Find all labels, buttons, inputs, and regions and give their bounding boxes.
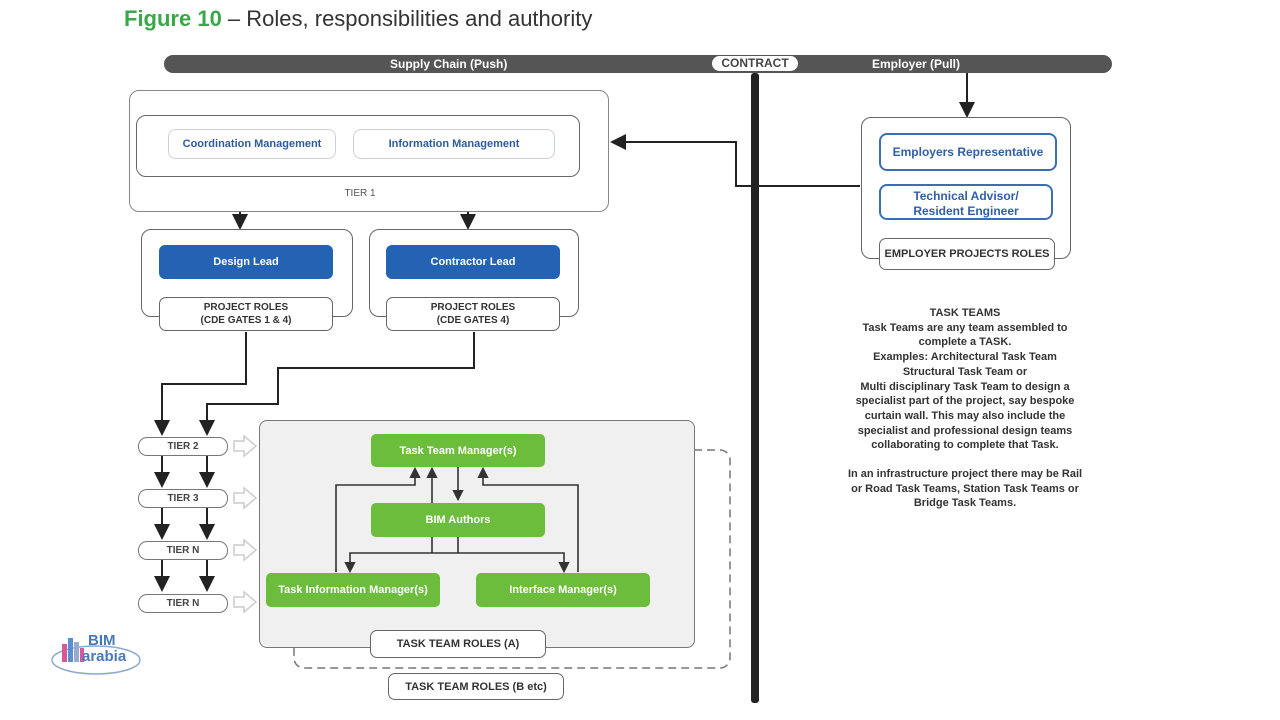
employers-representative: Employers Representative [879,133,1057,171]
note-line: Task Teams are any team assembled to [862,321,1068,334]
tier-3: TIER 3 [138,489,228,508]
note-line: In an infrastructure project there may b… [847,468,1083,481]
employer-pull-label: Employer (Pull) [872,57,961,71]
interface-manager: Interface Manager(s) [476,573,650,607]
note-line: complete a TASK. [918,336,1012,349]
figure-title-text: – Roles, responsibilities and authority [221,6,593,31]
tier-n-second: TIER N [138,594,228,613]
contract-label: CONTRACT [712,56,798,71]
contractor-lead: Contractor Lead [386,245,560,279]
note-line: Multi disciplinary Task Team to design a [860,380,1070,393]
logo-text-bim: BIM [88,632,116,649]
task-team-roles-b: TASK TEAM ROLES (B etc) [388,673,564,700]
note-line: Bridge Task Teams. [913,497,1017,510]
task-information-manager: Task Information Manager(s) [266,573,440,607]
note-line: collaborating to complete that Task. [871,439,1059,452]
note-line: Structural Task Team or [902,365,1028,378]
employer-projects-roles: EMPLOYER PROJECTS ROLES [879,238,1055,270]
figure-number: Figure 10 [124,6,222,31]
design-lead: Design Lead [159,245,333,279]
advisor-line2: Resident Engineer [913,204,1019,218]
note-line: curtain wall. This may also include the [864,409,1066,422]
note-line: or Road Task Teams, Station Task Teams o… [851,482,1079,495]
task-team-manager: Task Team Manager(s) [371,434,545,467]
contractor-roles-line2: (CDE GATES 4) [436,315,510,326]
task-team-roles-a: TASK TEAM ROLES (A) [370,630,546,658]
coordination-management: Coordination Management [168,129,336,159]
supply-chain-label: Supply Chain (Push) [390,57,508,71]
bim-authors: BIM Authors [371,503,545,537]
contractor-project-roles: PROJECT ROLES (CDE GATES 4) [386,297,560,331]
contract-bar [164,55,1112,73]
note-heading: TASK TEAMS [929,307,1001,319]
note-line: specialist part of the project, say besp… [855,395,1075,408]
logo-text-arabia: arabia [82,648,127,665]
tier-n-first: TIER N [138,541,228,560]
tier-2: TIER 2 [138,437,228,456]
contractor-roles-line1: PROJECT ROLES [430,302,516,313]
design-roles-line2: (CDE GATES 1 & 4) [200,315,292,326]
advisor-line1: Technical Advisor/ [913,189,1019,203]
technical-advisor: Technical Advisor/ Resident Engineer [879,184,1053,220]
information-management: Information Management [353,129,555,159]
note-line: Examples: Architectural Task Team [873,351,1057,364]
bim-arabia-logo: BIM arabia [50,630,142,678]
design-project-roles: PROJECT ROLES (CDE GATES 1 & 4) [159,297,333,331]
task-teams-note: TASK TEAMS Task Teams are any team assem… [820,306,1110,511]
tier1-label: TIER 1 [344,188,376,199]
logo-icon [51,638,141,675]
contract-divider-line [751,73,759,703]
design-roles-line1: PROJECT ROLES [203,302,289,313]
figure-title: Figure 10 – Roles, responsibilities and … [124,6,592,32]
note-line: specialist and professional design teams [857,424,1073,437]
